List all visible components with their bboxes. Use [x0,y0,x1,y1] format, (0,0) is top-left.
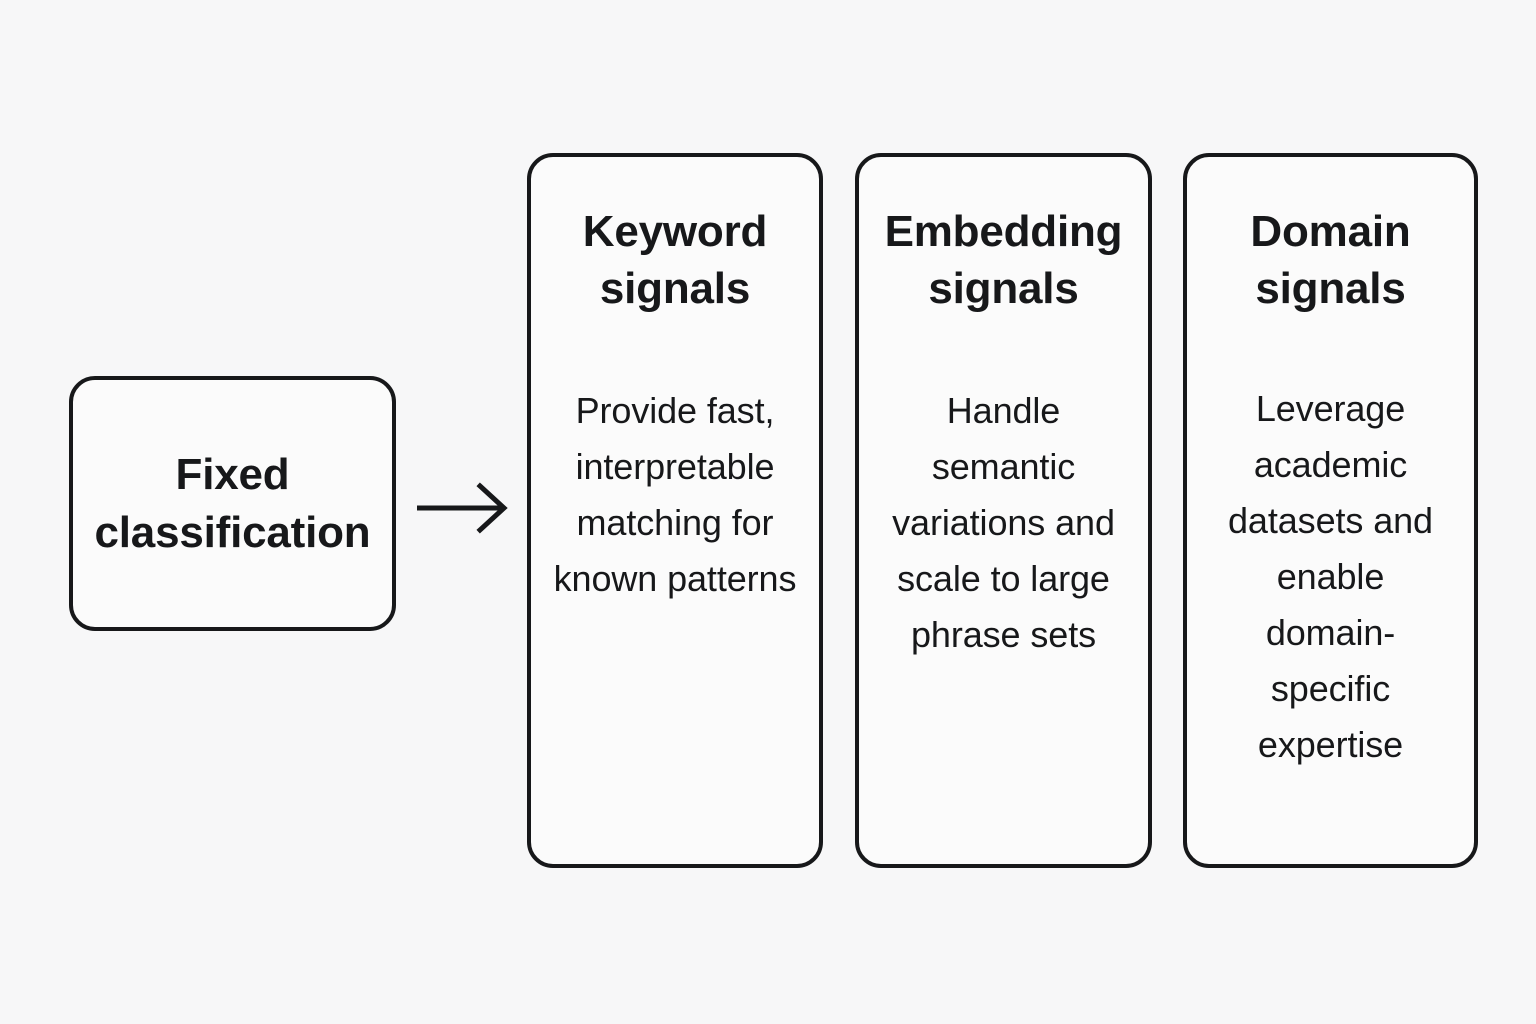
source-node-label: Fixed classification [94,449,371,557]
card-body: Handle semantic variations and scale to … [892,390,1115,655]
card-embedding-signals[interactable]: Embedding signals Handle semantic variat… [855,153,1152,868]
source-node-fixed-classification[interactable]: Fixed classification [69,376,396,631]
card-domain-signals[interactable]: Domain signals Leverage academic dataset… [1183,153,1478,868]
arrow-right-icon [414,478,514,538]
card-body: Provide fast, interpretable matching for… [553,390,797,599]
card-title: Keyword signals [582,207,768,313]
card-title: Domain signals [1250,207,1411,313]
card-body: Leverage academic datasets and enable do… [1228,388,1433,765]
card-title: Embedding signals [884,207,1123,313]
card-keyword-signals[interactable]: Keyword signals Provide fast, interpreta… [527,153,823,868]
